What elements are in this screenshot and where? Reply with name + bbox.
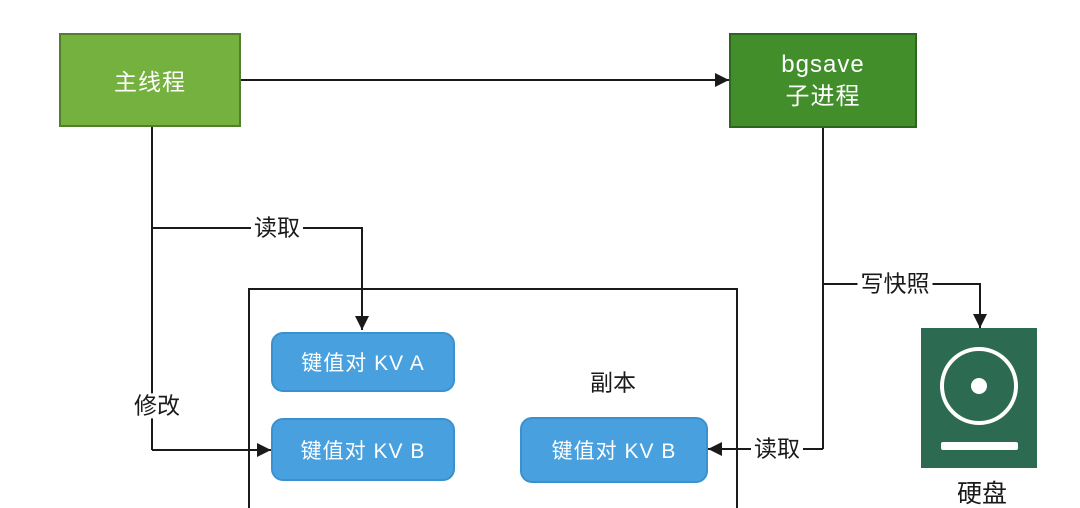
bgsave-node: bgsave 子进程 bbox=[729, 33, 917, 128]
memory-region-box bbox=[248, 288, 738, 508]
copy-caption: 副本 bbox=[590, 369, 636, 396]
kv-a-node: 键值对 KV A bbox=[271, 332, 455, 392]
kv-b-copy-label: 键值对 KV B bbox=[551, 440, 677, 463]
disk-icon bbox=[921, 328, 1037, 468]
disk-platter-circle bbox=[940, 347, 1018, 425]
main-thread-label: 主线程 bbox=[114, 69, 186, 95]
edge-label-read-bottom: 读取 bbox=[751, 436, 803, 462]
kv-b-node: 键值对 KV B bbox=[271, 418, 455, 481]
kv-b-copy-node: 键值对 KV B bbox=[520, 417, 708, 483]
kv-a-label: 键值对 KV A bbox=[301, 352, 425, 375]
disk-slot-bar bbox=[941, 442, 1018, 450]
bgsave-label-line2: 子进程 bbox=[785, 82, 861, 110]
kv-b-label: 键值对 KV B bbox=[300, 439, 426, 463]
edge-label-write-snapshot: 写快照 bbox=[857, 271, 933, 297]
bgsave-label-line1: bgsave bbox=[781, 51, 865, 79]
edge-read-kva bbox=[152, 227, 369, 330]
edge-label-read-top: 读取 bbox=[251, 215, 303, 241]
edge-label-modify: 修改 bbox=[131, 393, 183, 419]
disk-spindle-dot bbox=[971, 378, 987, 394]
disk-label: 硬盘 bbox=[956, 480, 1008, 508]
main-thread-node: 主线程 bbox=[59, 33, 241, 127]
